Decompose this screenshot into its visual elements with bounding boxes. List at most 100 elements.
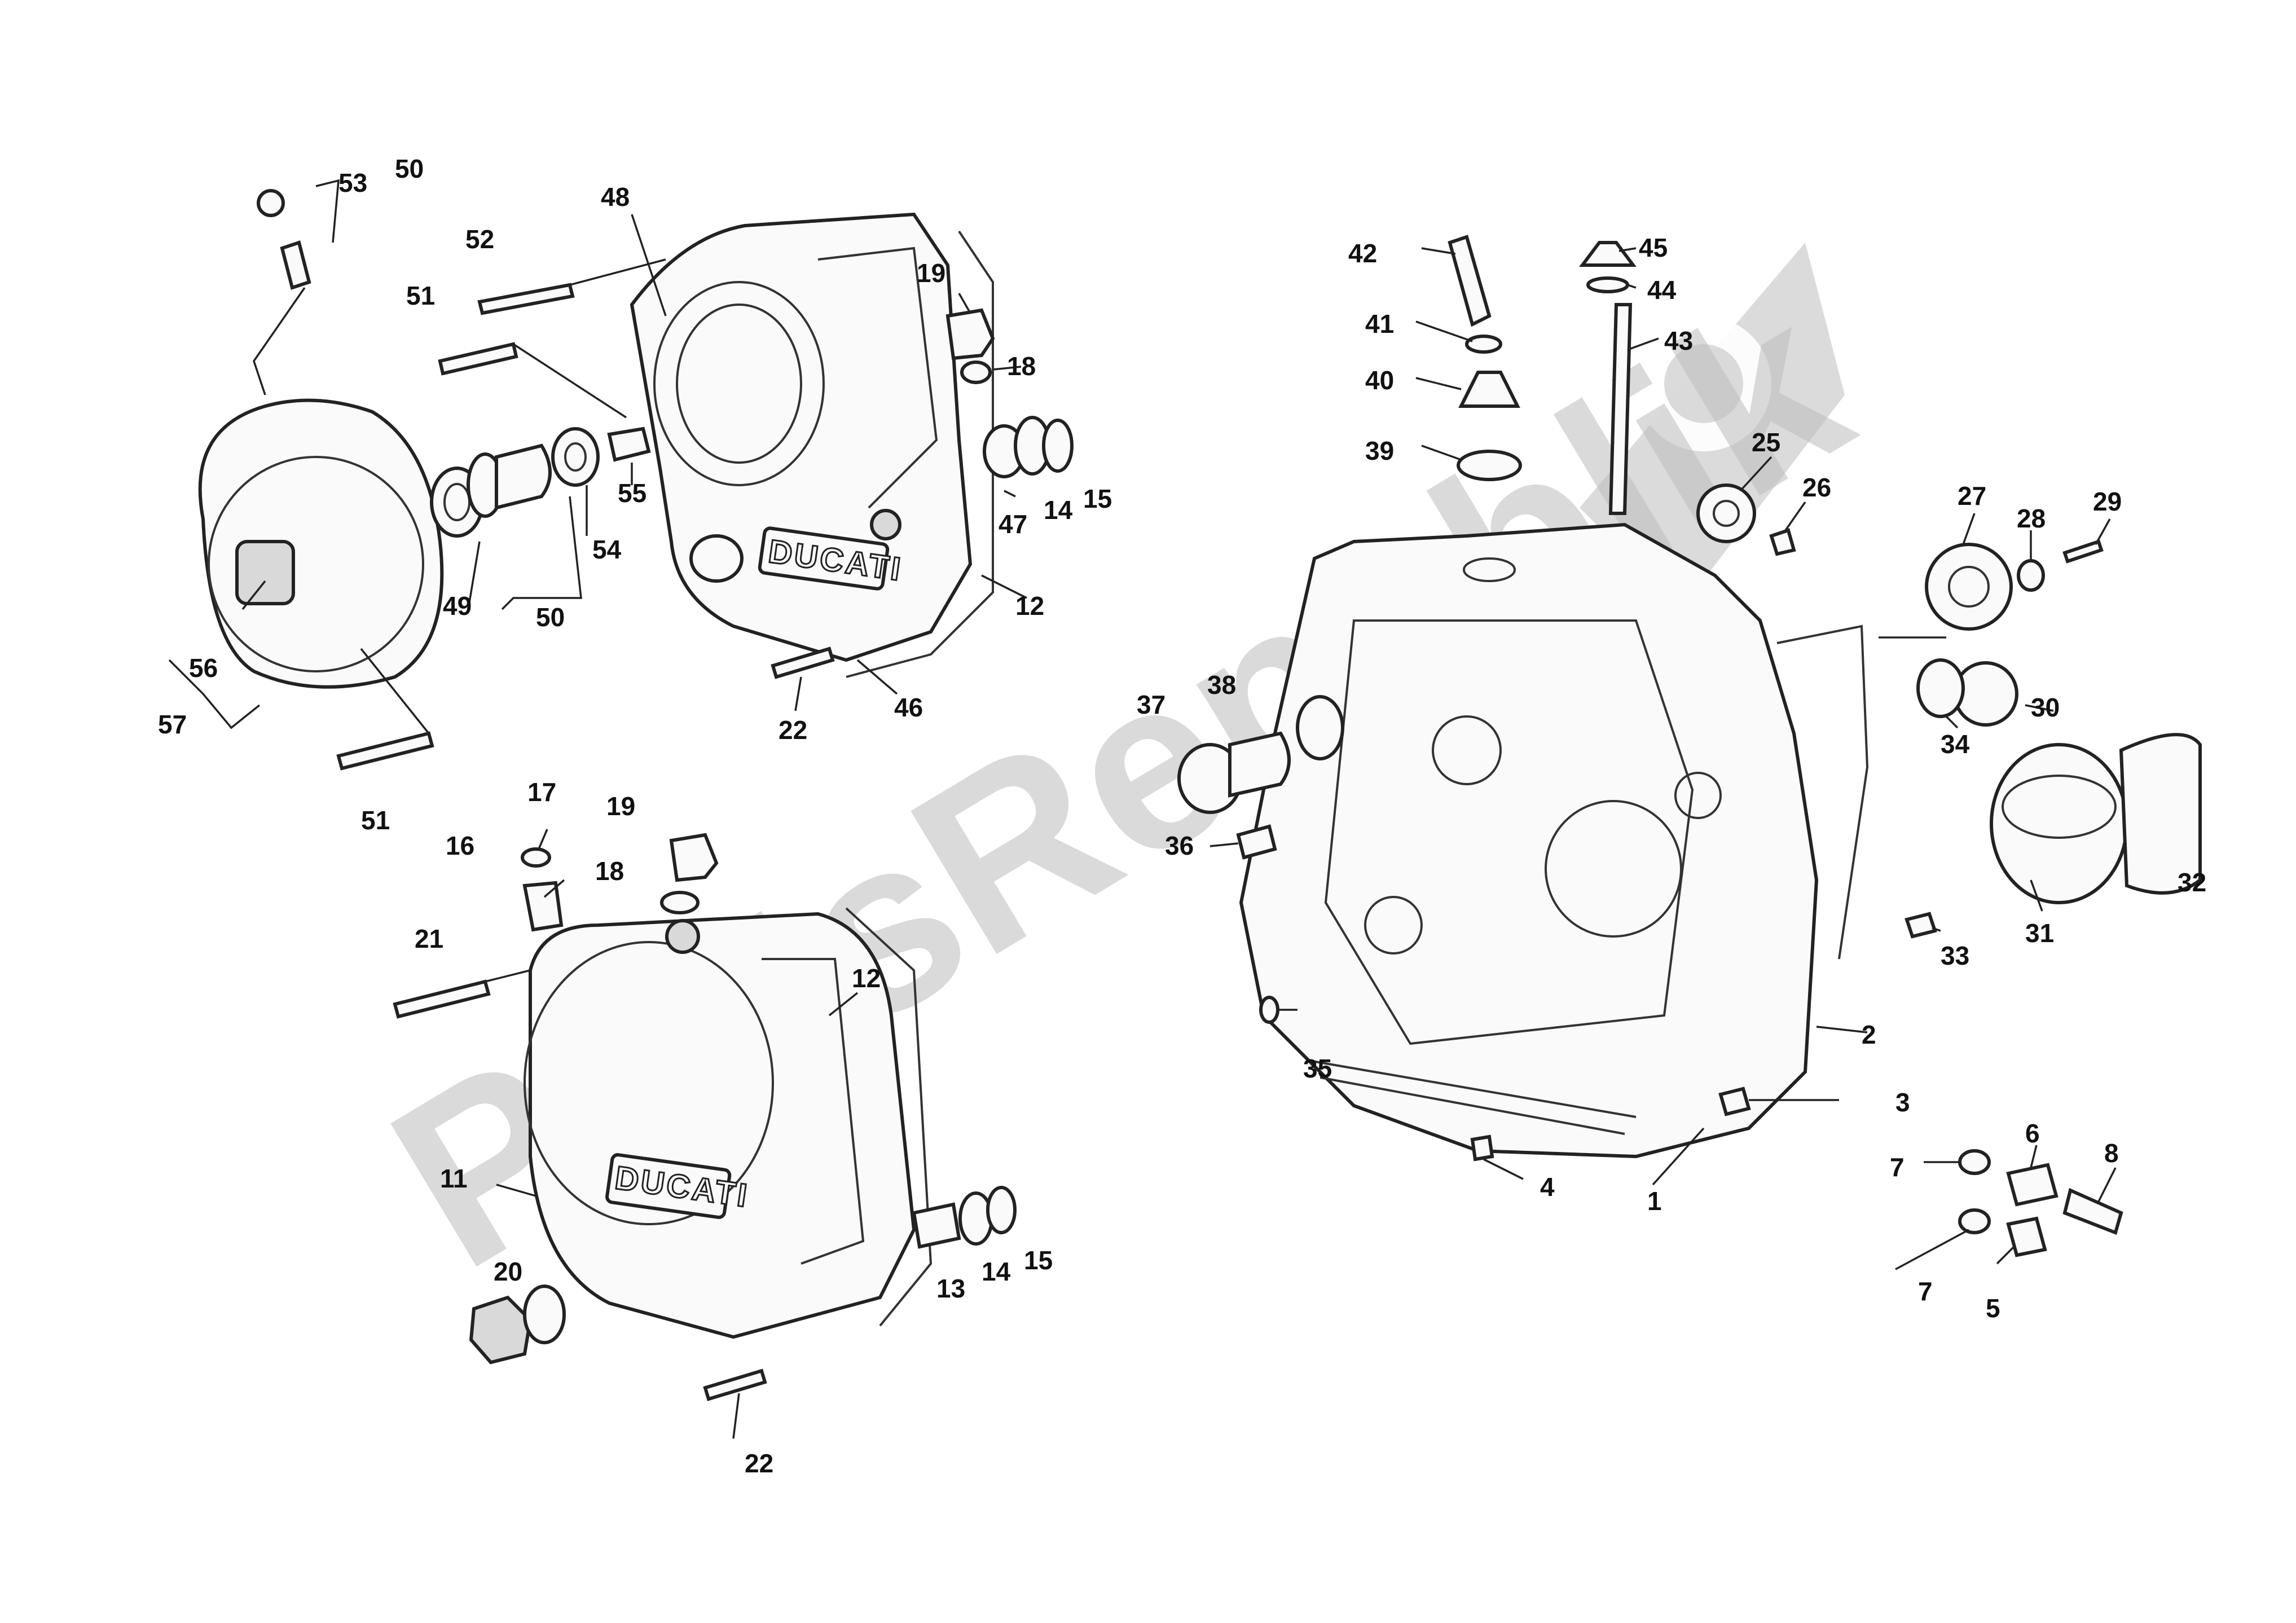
sleeve-13 <box>912 1202 961 1249</box>
plug-26 <box>1769 528 1796 556</box>
bushing-38-b <box>1296 695 1344 760</box>
crankcase-gasket <box>1776 624 1869 960</box>
filler-cap-19-lower <box>669 833 719 882</box>
callout-55: 55 <box>618 478 646 508</box>
callout-36: 36 <box>1165 831 1194 860</box>
callout-6: 6 <box>2025 1119 2040 1148</box>
crankcase-half-1 <box>1239 522 1819 1159</box>
callout-50-top: 50 <box>395 154 424 183</box>
bushing-16 <box>522 881 564 932</box>
callout-56: 56 <box>189 653 218 683</box>
callout-1: 1 <box>1647 1186 1662 1216</box>
callout-31: 31 <box>2025 918 2054 948</box>
gasket-12-upper <box>846 230 994 678</box>
callout-18-upper: 18 <box>1007 351 1036 381</box>
callout-33: 33 <box>1941 941 1969 970</box>
callout-45: 45 <box>1639 233 1668 262</box>
side-cover-assembly: DUCATI 48 19 18 47 14 15 12 46 22 <box>601 182 1112 745</box>
callout-54: 54 <box>592 535 622 564</box>
callout-13: 13 <box>936 1274 965 1303</box>
callout-37: 37 <box>1137 690 1165 719</box>
callout-14-upper: 14 <box>1044 495 1073 525</box>
callout-19-lower: 19 <box>606 791 635 821</box>
bolt-21 <box>393 979 491 1019</box>
callout-49: 49 <box>443 591 472 621</box>
callout-34: 34 <box>1941 729 1970 759</box>
callout-25: 25 <box>1752 428 1780 457</box>
crankcase-assembly: 42 41 40 39 45 44 43 25 26 27 28 29 30 3… <box>1137 233 2206 1323</box>
screw-53 <box>280 240 311 290</box>
bolt-22-upper <box>771 646 835 679</box>
callout-46: 46 <box>894 693 923 722</box>
callout-19-upper: 19 <box>917 258 945 288</box>
bushing-38 <box>1228 731 1291 798</box>
callout-20: 20 <box>494 1257 522 1286</box>
callout-15-lower: 15 <box>1024 1246 1053 1275</box>
bolt-52 <box>477 283 575 315</box>
callout-17: 17 <box>527 777 556 807</box>
callout-14-lower: 14 <box>982 1257 1011 1286</box>
oring-17 <box>521 847 551 868</box>
hose-42 <box>1448 235 1492 327</box>
ducati-badge-lower <box>605 1153 732 1219</box>
seal-34 <box>1916 658 1965 718</box>
callout-41: 41 <box>1365 309 1394 338</box>
callout-51-lower: 51 <box>361 806 390 835</box>
cap-45 <box>1579 241 1637 267</box>
breather-40 <box>1458 371 1520 408</box>
callout-27: 27 <box>1958 481 1986 511</box>
plug-33 <box>1904 912 1937 939</box>
sensor-8 <box>2062 1187 2123 1235</box>
callout-15-upper: 15 <box>1083 484 1112 513</box>
stud-43 <box>1608 303 1633 515</box>
callout-5: 5 <box>1986 1294 2000 1323</box>
plug-5 <box>2006 1216 2047 1257</box>
ducati-badge-upper <box>758 526 890 591</box>
callout-50-bottom: 50 <box>536 602 565 632</box>
clutch-cover-assembly: DUCATI 17 16 19 18 21 12 11 13 <box>393 777 1053 1478</box>
oring-35 <box>1259 996 1279 1024</box>
callout-30: 30 <box>2031 693 2060 722</box>
callout-12-upper: 12 <box>1015 591 1044 621</box>
callout-11: 11 <box>440 1164 468 1193</box>
callout-44: 44 <box>1647 275 1677 305</box>
plug-53 <box>257 189 285 217</box>
callout-51-upper: 51 <box>406 281 435 310</box>
callout-43: 43 <box>1664 326 1693 355</box>
spacer-54 <box>551 427 600 487</box>
bolt-51-lower <box>336 731 434 771</box>
bushing-50 <box>495 443 552 510</box>
fitting-6 <box>2006 1163 2059 1207</box>
seal-20 <box>523 1285 566 1344</box>
callout-47: 47 <box>999 509 1027 539</box>
washer-44 <box>1586 276 1629 293</box>
bearing-32 <box>2119 733 2202 895</box>
oring-18-lower <box>660 891 700 914</box>
clip-41 <box>1465 335 1502 354</box>
generator-cover <box>198 398 444 689</box>
callout-52: 52 <box>465 225 494 254</box>
plug-4 <box>1470 1134 1494 1162</box>
callout-42: 42 <box>1348 239 1377 268</box>
callout-28: 28 <box>2017 504 2046 533</box>
watermark-gear-icon <box>1580 243 1845 609</box>
oring-39 <box>1457 450 1522 481</box>
filler-cap-19-upper <box>945 308 995 360</box>
nut-20 <box>469 1295 533 1365</box>
clutch-cover-11 <box>529 912 916 1339</box>
callout-18-lower: 18 <box>595 856 624 886</box>
callout-2: 2 <box>1862 1020 1876 1049</box>
callout-26: 26 <box>1802 473 1831 502</box>
cover-emblem <box>235 540 295 605</box>
cap-15-upper <box>1042 419 1074 473</box>
bolt-51-upper <box>438 342 518 376</box>
callout-8: 8 <box>2104 1138 2119 1168</box>
bolt-22-lower <box>703 1369 767 1401</box>
callout-22-upper: 22 <box>778 715 807 745</box>
callout-40: 40 <box>1365 366 1394 395</box>
screw-29 <box>2062 539 2104 564</box>
gasket-12-lower <box>845 907 933 1327</box>
callout-22-lower: 22 <box>745 1449 773 1478</box>
callout-12-lower: 12 <box>852 964 881 993</box>
